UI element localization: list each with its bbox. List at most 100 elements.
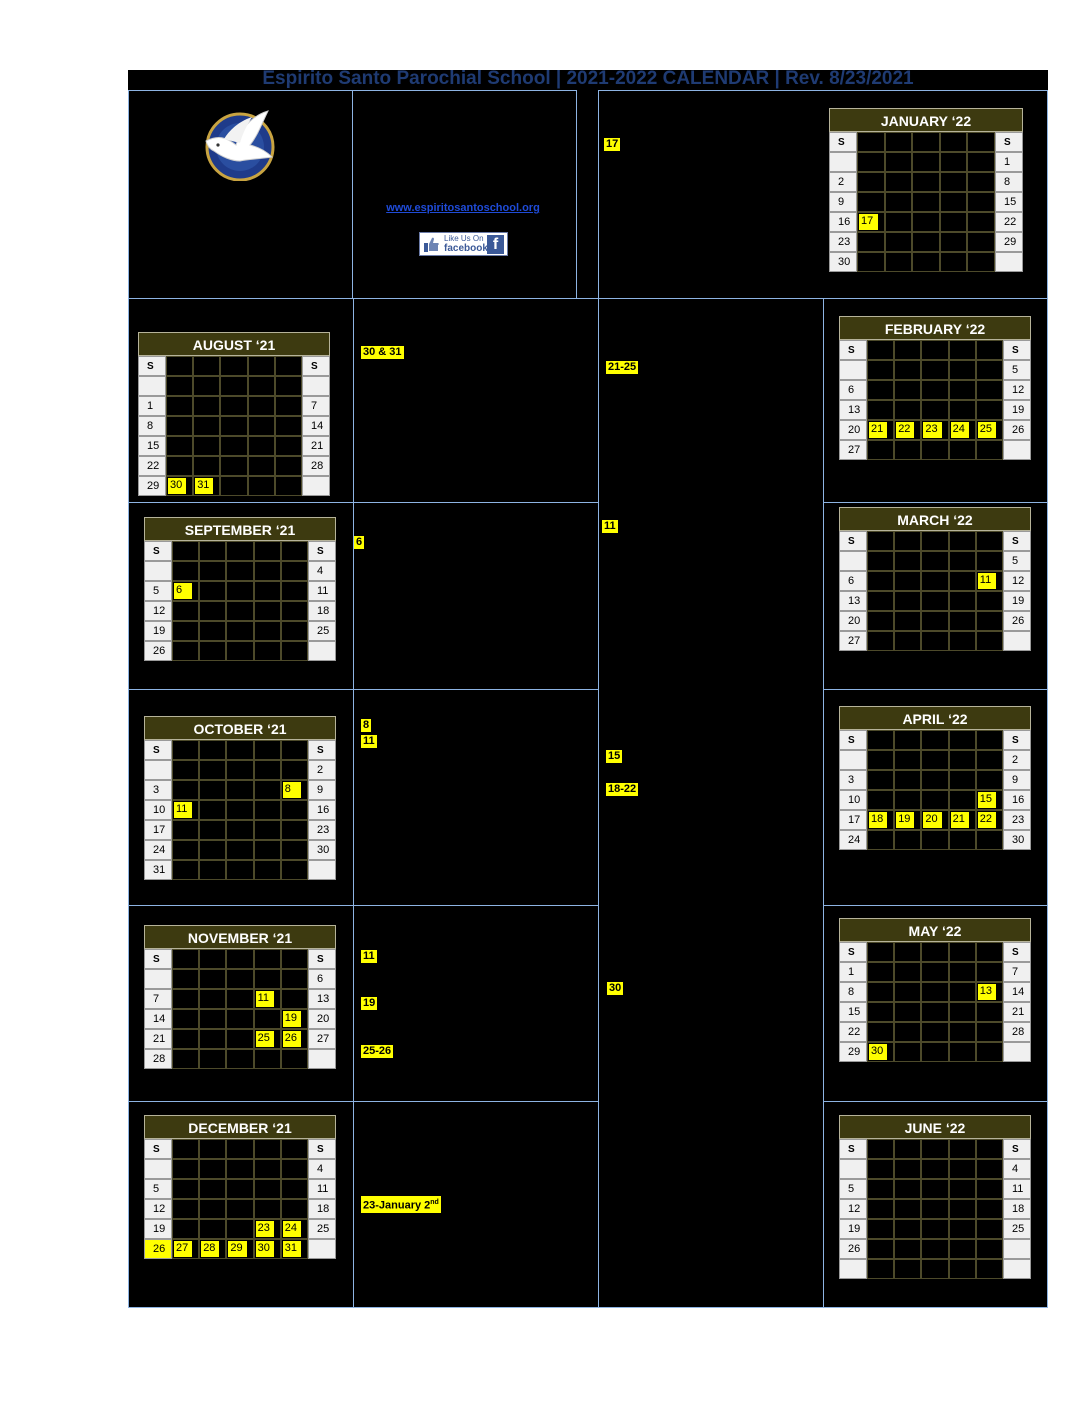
calendar-day-cell xyxy=(939,132,968,152)
calendar-day-cell xyxy=(172,840,200,860)
calendar-day-cell xyxy=(280,621,308,641)
calendar-day-saturday: 26 xyxy=(1003,420,1031,440)
calendar-day-cell xyxy=(193,396,221,416)
calendar-day-cell xyxy=(867,380,895,400)
calendar-day-cell xyxy=(975,1219,1003,1239)
facebook-like-button[interactable]: Like Us On facebook f xyxy=(419,232,508,256)
calendar-day-cell xyxy=(894,1139,922,1159)
calendar-day-saturday xyxy=(302,376,330,396)
calendar-day-cell xyxy=(247,376,275,396)
calendar-day-cell xyxy=(894,1179,922,1199)
calendar-day-cell xyxy=(921,1239,949,1259)
calendar-day-saturday: 4 xyxy=(1003,1159,1031,1179)
highlighted-date: 11 xyxy=(255,991,274,1007)
calendar-day-cell xyxy=(280,1199,308,1219)
calendar-day-cell xyxy=(226,800,254,820)
calendar-day-cell xyxy=(253,1139,281,1159)
calendar-day-cell xyxy=(280,969,308,989)
highlighted-date: 11 xyxy=(174,802,193,818)
calendar-day-cell xyxy=(253,1009,281,1029)
calendar-day-cell xyxy=(172,581,200,601)
calendar-day-cell xyxy=(975,1239,1003,1259)
calendar-day-cell xyxy=(921,551,949,571)
october-events-box xyxy=(353,689,599,906)
calendar-day-sunday: 3 xyxy=(144,780,172,800)
calendar-day-cell xyxy=(226,641,254,661)
calendar-day-cell xyxy=(867,440,895,460)
calendar-day-saturday: 6 xyxy=(308,969,336,989)
calendar-day-cell xyxy=(912,252,940,272)
calendar-day-cell xyxy=(967,232,995,252)
calendar-day-sunday xyxy=(839,750,867,770)
calendar-day-cell xyxy=(948,420,976,440)
calendar-day-cell xyxy=(166,416,194,436)
calendar-day-cell xyxy=(253,780,281,800)
calendar-day-sunday: 8 xyxy=(839,982,867,1002)
highlighted-date: 19 xyxy=(896,812,915,828)
calendar-day-cell xyxy=(220,356,248,376)
calendar-day-cell xyxy=(867,962,895,982)
calendar-day-cell xyxy=(253,740,281,760)
calendar-day-cell xyxy=(226,1049,254,1069)
calendar-day-cell xyxy=(975,360,1003,380)
website-link[interactable]: www.espiritosantoschool.org xyxy=(386,202,540,214)
calendar-day-cell xyxy=(199,760,227,780)
calendar-day-saturday xyxy=(302,476,330,496)
calendar-day-cell xyxy=(199,1199,227,1219)
calendar-day-sunday: 31 xyxy=(144,860,172,880)
calendar-day-cell xyxy=(894,942,922,962)
calendar-day-saturday: 26 xyxy=(1003,611,1031,631)
calendar-day-cell xyxy=(280,840,308,860)
highlighted-date: 28 xyxy=(201,1241,220,1257)
calendar-day-saturday: 23 xyxy=(1003,810,1031,830)
calendar-day-saturday: 7 xyxy=(302,396,330,416)
highlighted-date: 23 xyxy=(255,1221,274,1237)
calendar-day-sunday: 22 xyxy=(138,456,166,476)
calendar-day-sunday: 23 xyxy=(829,232,857,252)
calendar-day-cell xyxy=(226,1159,254,1179)
calendar-day-cell xyxy=(857,192,885,212)
calendar-day-cell xyxy=(199,561,227,581)
calendar-day-cell xyxy=(867,830,895,850)
highlighted-date: 24 xyxy=(950,422,969,438)
weekday-header: S xyxy=(144,740,172,760)
event-date-dec-text: 23-January 2 xyxy=(363,1199,431,1212)
calendar-day-cell xyxy=(921,830,949,850)
calendar-day-cell xyxy=(867,531,895,551)
calendar-day-cell xyxy=(921,571,949,591)
event-date-feb: 21-25 xyxy=(606,361,639,374)
calendar-day-cell xyxy=(172,1179,200,1199)
calendar-day-sunday xyxy=(138,376,166,396)
calendar-day-cell xyxy=(948,1159,976,1179)
calendar-day-cell xyxy=(280,949,308,969)
calendar-day-cell xyxy=(220,456,248,476)
calendar-day-cell xyxy=(274,456,302,476)
calendar-day-cell xyxy=(226,541,254,561)
calendar-day-cell xyxy=(280,1049,308,1069)
calendar-day-cell xyxy=(172,1029,200,1049)
calendar-day-cell xyxy=(253,840,281,860)
calendar-day-cell xyxy=(948,1179,976,1199)
calendar-day-cell xyxy=(921,1219,949,1239)
calendar-day-cell xyxy=(226,760,254,780)
calendar-day-cell xyxy=(166,376,194,396)
calendar-day-cell xyxy=(199,1239,227,1259)
calendar-day-cell xyxy=(226,621,254,641)
calendar-day-cell xyxy=(199,1029,227,1049)
calendar-day-cell xyxy=(199,641,227,661)
calendar-day-saturday: 19 xyxy=(1003,591,1031,611)
calendar-day-cell xyxy=(199,581,227,601)
calendar-day-cell xyxy=(867,942,895,962)
highlighted-date: 31 xyxy=(195,478,214,494)
calendar-day-cell xyxy=(199,1159,227,1179)
calendar-month-title: DECEMBER ‘21 xyxy=(144,1115,336,1139)
calendar-day-cell xyxy=(867,1042,895,1062)
calendar-day-cell xyxy=(975,830,1003,850)
calendar-day-saturday xyxy=(995,252,1023,272)
calendar-day-cell xyxy=(912,232,940,252)
calendar-day-cell xyxy=(166,436,194,456)
calendar-day-cell xyxy=(199,860,227,880)
calendar-day-cell xyxy=(867,982,895,1002)
